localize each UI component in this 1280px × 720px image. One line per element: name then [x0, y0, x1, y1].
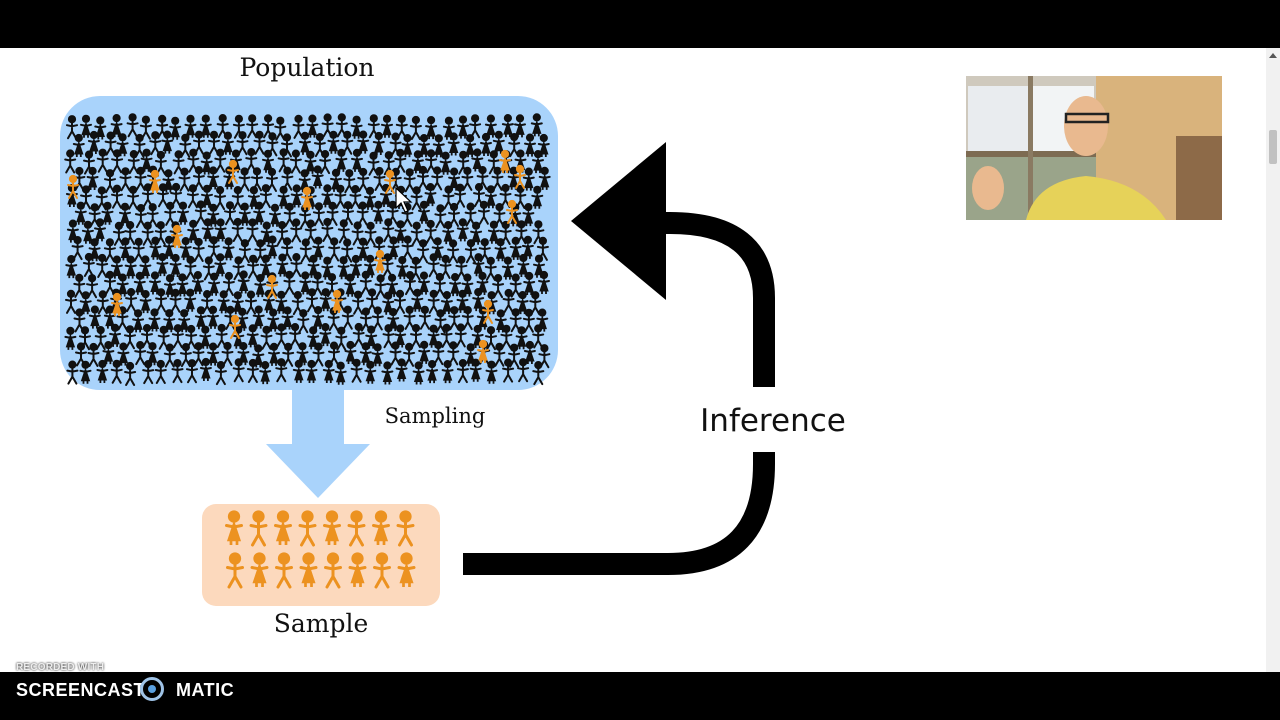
vertical-scrollbar[interactable] — [1266, 48, 1280, 672]
inference-arrow-upper — [664, 212, 775, 387]
scroll-up-icon[interactable] — [1269, 53, 1277, 58]
inference-arrow-lower — [463, 452, 775, 575]
inference-arrowhead — [571, 142, 666, 300]
sampling-arrow — [266, 390, 370, 498]
recorded-with-text: RECORDED WITH — [16, 662, 105, 673]
brand-right-text: MATIC — [176, 680, 235, 700]
scroll-thumb[interactable] — [1269, 130, 1277, 164]
population-label: Population — [239, 53, 374, 82]
slide-canvas: Population Sampling Sample Inference — [0, 48, 1266, 672]
sampling-label: Sampling — [385, 404, 486, 428]
sampling-inference-diagram: Population Sampling Sample Inference — [60, 53, 846, 638]
mouse-pointer-icon — [395, 186, 413, 213]
webcam-overlay — [966, 76, 1222, 220]
inference-label: Inference — [700, 403, 846, 439]
brand-left-text: SCREENCAST — [16, 680, 146, 700]
screencast-o-matic-logo-icon — [140, 677, 164, 701]
sample-label: Sample — [274, 609, 369, 638]
screencast-watermark: RECORDED WITH SCREENCAST MATIC — [0, 660, 1280, 720]
